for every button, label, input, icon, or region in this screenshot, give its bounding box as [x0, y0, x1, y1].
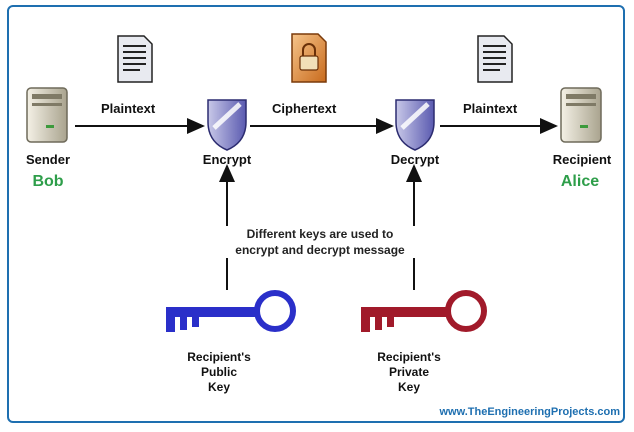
- sender-name: Bob: [32, 173, 64, 190]
- ciphertext-label: Ciphertext: [272, 101, 337, 116]
- sender-computer-icon: [26, 87, 68, 143]
- recipient-computer-icon: [560, 87, 602, 143]
- decrypt-label: Decrypt: [390, 152, 440, 167]
- public-key-icon: [166, 290, 296, 332]
- decrypt-shield-icon: [395, 99, 435, 151]
- private-key-label-line: Recipient's: [377, 350, 441, 364]
- plaintext-document-icon: [477, 35, 513, 83]
- public-key-label-line: Recipient's: [187, 350, 251, 364]
- public-key-label-line: Key: [207, 380, 231, 394]
- ciphertext-document-icon: [291, 33, 327, 83]
- recipient-name: Alice: [560, 173, 600, 190]
- private-key-label-line: Private: [388, 365, 430, 379]
- encrypt-shield-icon: [207, 99, 247, 151]
- plaintext-label: Plaintext: [101, 101, 156, 116]
- public-key-label-line: Public: [200, 365, 238, 379]
- private-key-label: Recipient's Private Key: [377, 350, 441, 395]
- sender-label: Sender: [25, 152, 71, 167]
- private-key-icon: [361, 290, 487, 332]
- recipient-label: Recipient: [552, 152, 612, 167]
- plaintext-document-icon: [117, 35, 153, 83]
- public-key-label: Recipient's Public Key: [187, 350, 251, 395]
- encrypt-label: Encrypt: [202, 152, 252, 167]
- private-key-label-line: Key: [397, 380, 421, 394]
- website-link[interactable]: www.TheEngineeringProjects.com: [439, 406, 620, 418]
- keys-note-line: Different keys are used to: [246, 227, 394, 241]
- keys-note: Different keys are used to encrypt and d…: [220, 226, 420, 258]
- keys-note-line: encrypt and decrypt message: [235, 243, 405, 257]
- plaintext-label: Plaintext: [463, 101, 518, 116]
